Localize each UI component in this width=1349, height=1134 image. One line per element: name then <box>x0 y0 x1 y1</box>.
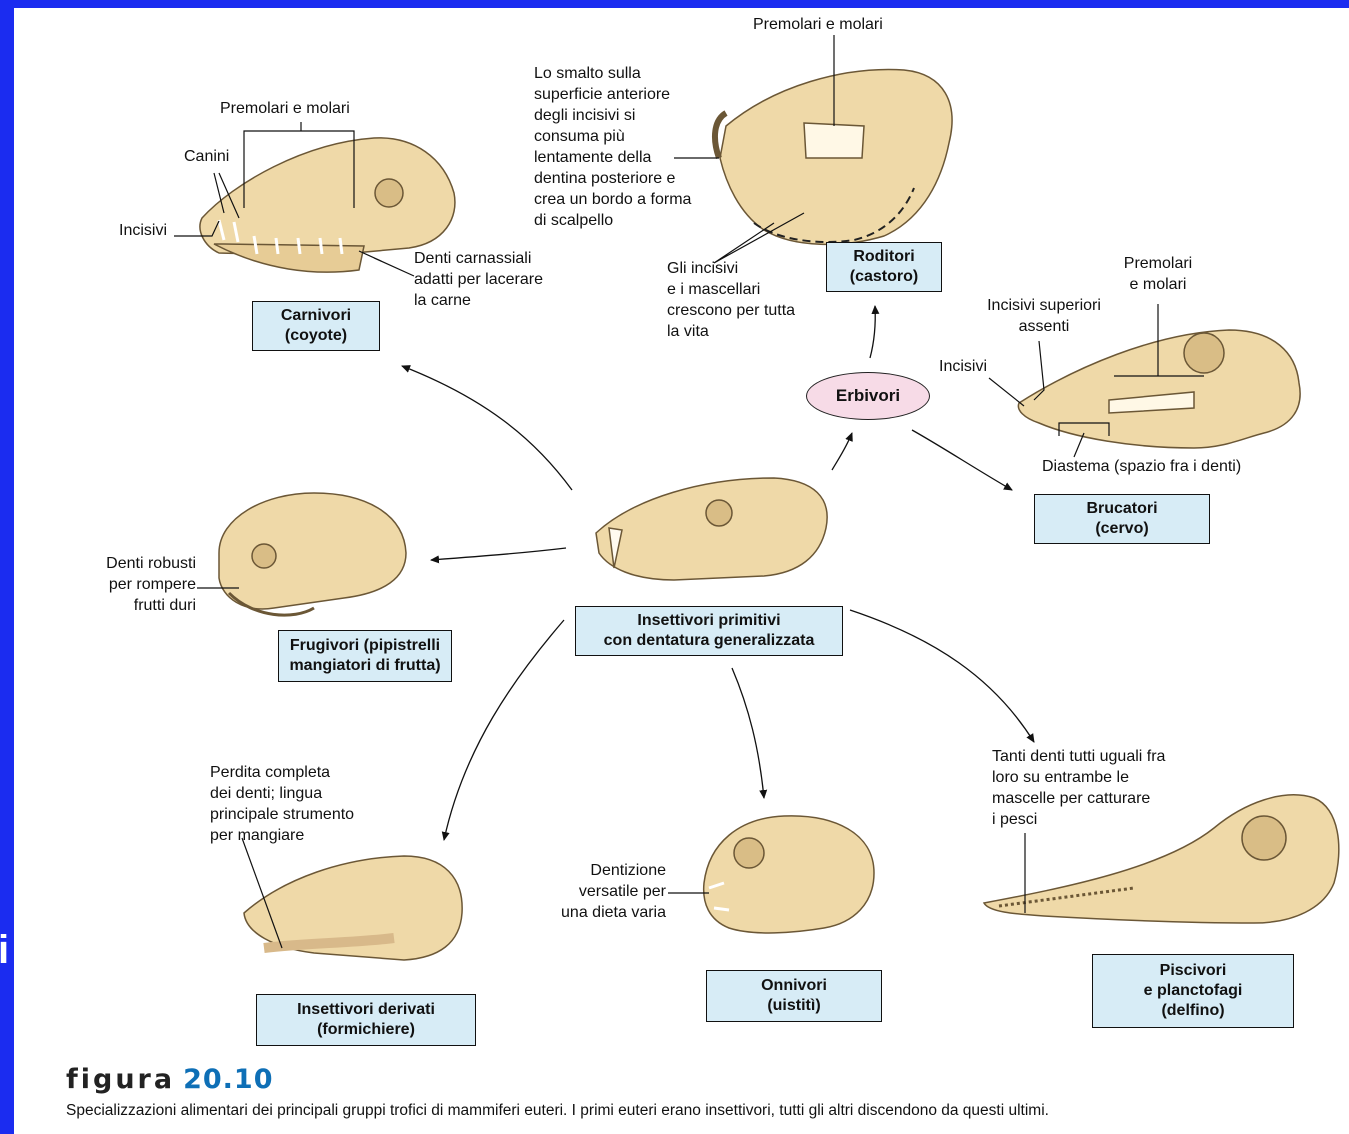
oval-erbivori: Erbivori <box>806 372 930 420</box>
box-piscivori: Piscivori e planctofagi (delfino) <box>1092 954 1294 1028</box>
castoro-smalto-label: Lo smalto sulla superficie anteriore deg… <box>534 63 691 231</box>
box-carnivori: Carnivori (coyote) <box>252 301 380 351</box>
figure-word: figura <box>66 1064 175 1095</box>
box-frugivori: Frugivori (pipistrelli mangiatori di fru… <box>278 630 452 682</box>
anteater-skull <box>244 856 462 960</box>
cervo-incisivi-label: Incisivi <box>939 356 987 377</box>
box-onnivori: Onnivori (uistitì) <box>706 970 882 1022</box>
delfino-denti-label: Tanti denti tutti uguali fra loro su ent… <box>992 746 1165 830</box>
figure-heading: figura 20.10 <box>66 1064 274 1095</box>
formichiere-perdita-label: Perdita completa dei denti; lingua princ… <box>210 762 354 846</box>
marmoset-skull <box>704 816 874 933</box>
figure-caption: Specializzazioni alimentari dei principa… <box>66 1102 1349 1120</box>
primitive-insectivore-skull <box>596 478 827 580</box>
box-brucatori: Brucatori (cervo) <box>1034 494 1210 544</box>
deer-skull <box>1018 330 1300 448</box>
box-insettivori-primitivi: Insettivori primitivi con dentatura gene… <box>575 606 843 656</box>
coyote-incisivi-label: Incisivi <box>119 220 167 241</box>
cervo-incisivi-superiori-label: Incisivi superiori assenti <box>974 295 1114 337</box>
box-insettivori-derivati: Insettivori derivati (formichiere) <box>256 994 476 1046</box>
figure-canvas: Premolari e molari Canini Incisivi Denti… <box>14 8 1349 1134</box>
figure-number: 20.10 <box>183 1064 273 1095</box>
bat-skull <box>219 493 406 615</box>
cervo-premolari-label: Premolari e molari <box>1108 253 1208 295</box>
coyote-premolari-label: Premolari e molari <box>220 98 350 119</box>
castoro-premolari-label: Premolari e molari <box>753 14 883 35</box>
coyote-carnassiali-label: Denti carnassiali adatti per lacerare la… <box>414 248 543 311</box>
castoro-incisivi-label: Gli incisivi e i mascellari crescono per… <box>667 258 795 342</box>
coyote-canini-label: Canini <box>184 146 229 167</box>
box-roditori: Roditori (castoro) <box>826 242 942 292</box>
frugivori-denti-label: Denti robusti per rompere frutti duri <box>74 553 196 616</box>
cervo-diastema-label: Diastema (spazio fra i denti) <box>1042 456 1241 477</box>
onnivori-dentizione-label: Dentizione versatile per una dieta varia <box>534 860 666 923</box>
slide-edge-letter: i <box>0 930 14 970</box>
